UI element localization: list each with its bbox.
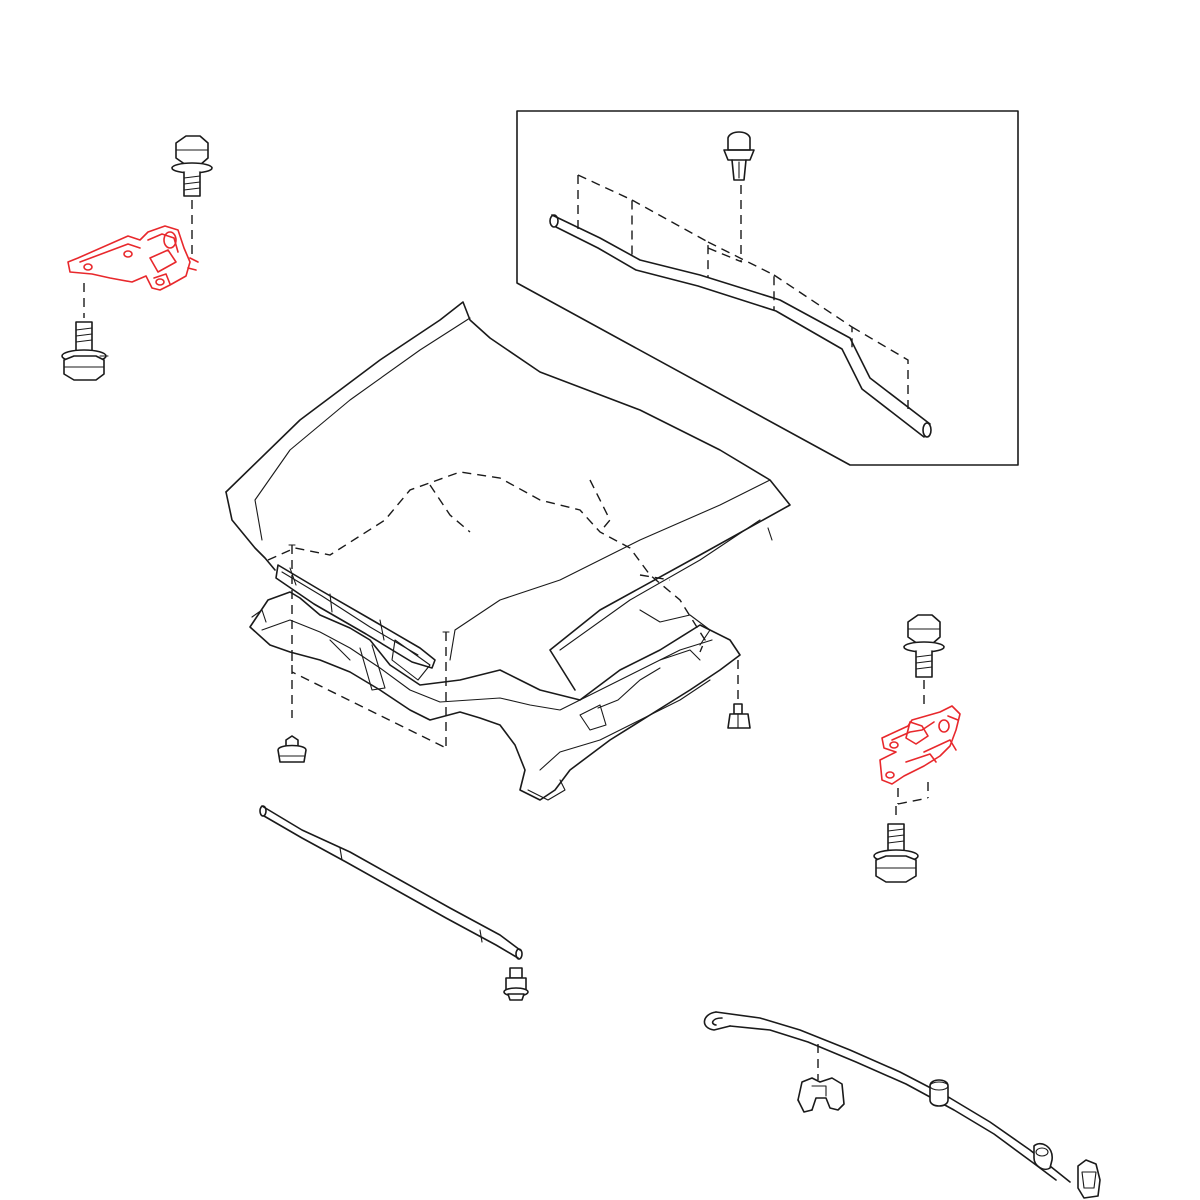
clip-right-underside: [727, 703, 751, 729]
inset-clip-guides: [577, 174, 909, 410]
rod-end-clip: [1077, 1159, 1101, 1199]
hood-hinge-left: [67, 225, 199, 291]
bolt-top-right: [903, 614, 945, 708]
rod-end-grommet: [1033, 1142, 1053, 1171]
inset-frame: [516, 110, 1019, 466]
push-clip-icon: [723, 131, 755, 262]
bolt-top-left: [171, 135, 213, 255]
rod-grommet: [929, 1079, 949, 1107]
hood-hinge-right: [879, 705, 961, 785]
hood-support-rod: [703, 1011, 1071, 1183]
inset-seal-strip: [551, 214, 931, 425]
bolt-bottom-right: [873, 823, 919, 883]
inset-weatherstrip-detail: [516, 110, 1019, 466]
bolt-bottom-left: [61, 321, 109, 381]
clip-front-seal: [503, 967, 529, 1001]
clip-left-underside: [277, 735, 307, 763]
hood-panel: [225, 301, 791, 801]
hood-front-seal: [259, 805, 523, 960]
rod-holder-clip: [797, 1077, 845, 1113]
